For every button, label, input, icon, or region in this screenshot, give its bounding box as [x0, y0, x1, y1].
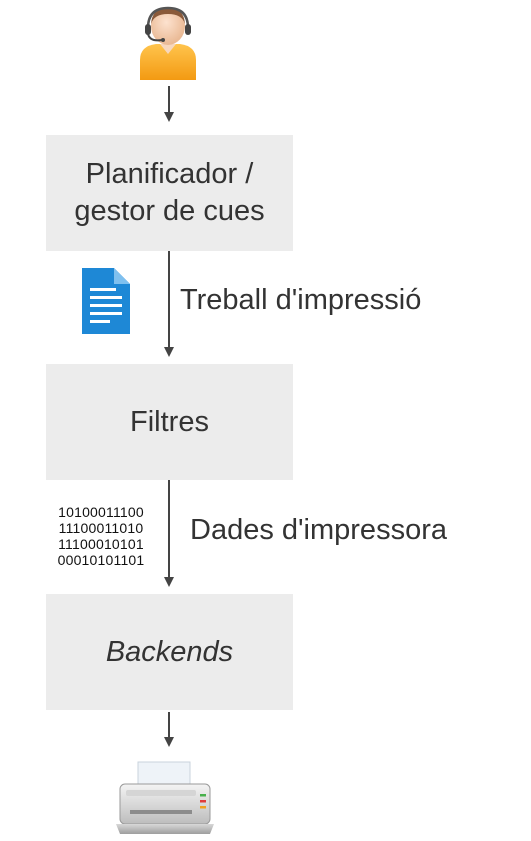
binary-line: 10100011100: [58, 504, 144, 520]
printer-data-label: Dades d'impressora: [190, 514, 447, 546]
scheduler-queue-box: Planificador / gestor de cues: [46, 135, 293, 251]
print-job-label: Treball d'impressió: [180, 284, 422, 316]
binary-data-block: 10100011100 11100011010 11100010101 0001…: [46, 504, 156, 568]
user-headset-icon: [136, 4, 200, 80]
filters-box: Filtres: [46, 364, 293, 480]
filters-label: Filtres: [130, 405, 209, 438]
scheduler-label-line-2: gestor de cues: [74, 195, 265, 227]
backends-label: Backends: [105, 635, 234, 668]
printer-icon: [112, 760, 218, 836]
binary-line: 11100010101: [58, 536, 144, 552]
backends-box: Backends: [46, 594, 293, 710]
scheduler-label-line-1: Planificador /: [85, 158, 254, 190]
document-icon: [80, 266, 132, 336]
binary-line: 00010101101: [57, 552, 145, 568]
binary-line: 11100011010: [58, 520, 144, 536]
